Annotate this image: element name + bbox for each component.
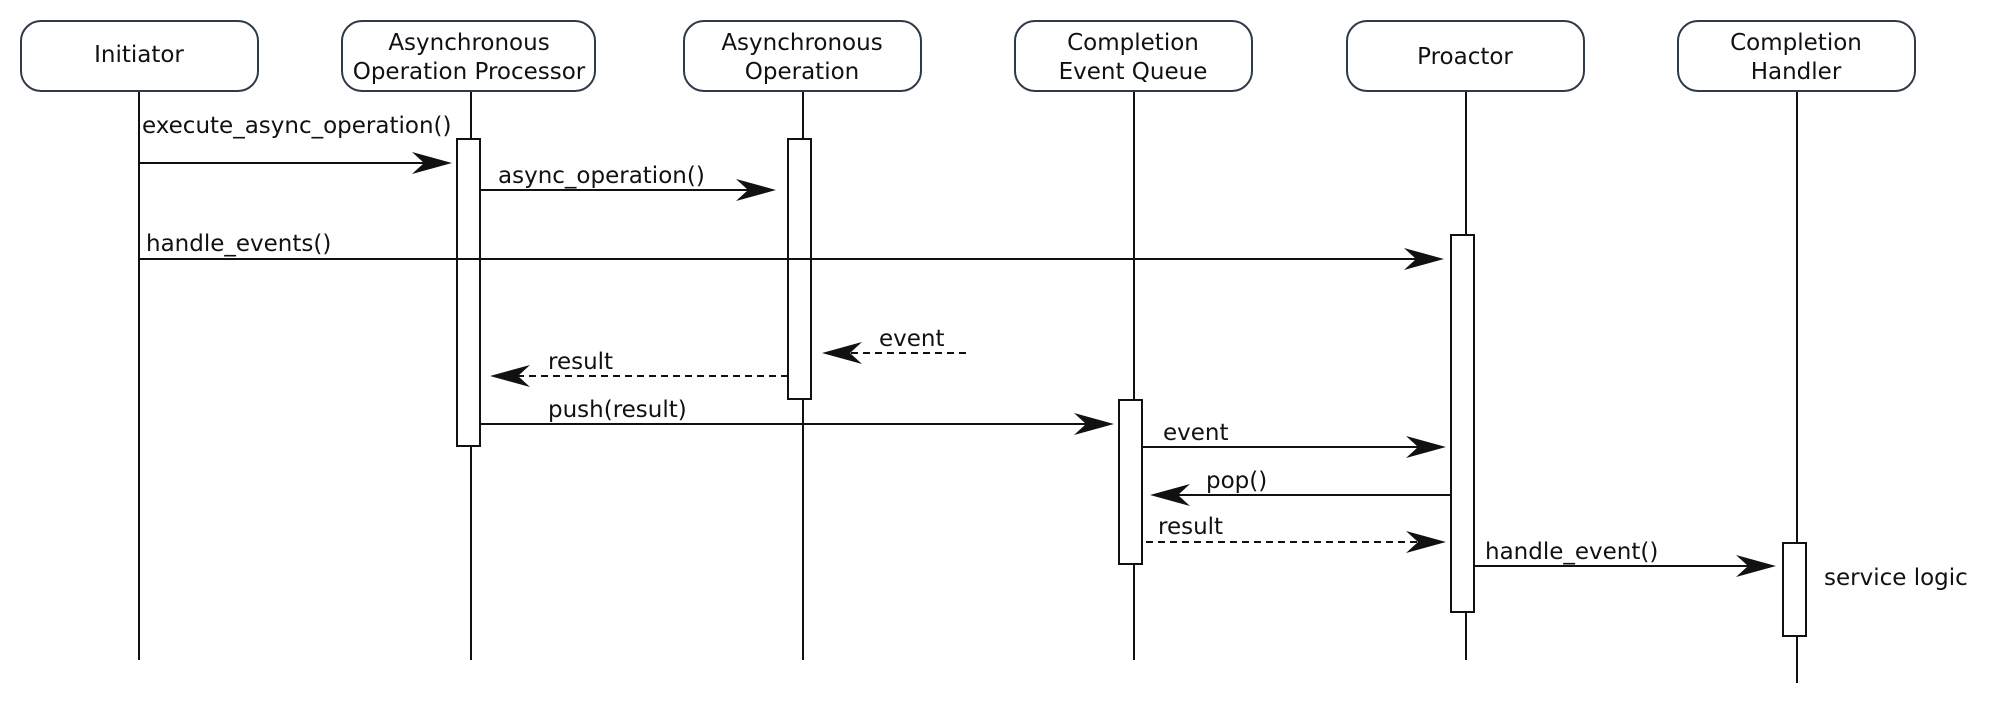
participant-label-line2: Handler [1751, 59, 1842, 85]
participant-label-line1: Asynchronous [721, 30, 882, 56]
participant-ceq: Completion Event Queue [1014, 20, 1253, 92]
message-label: event [1163, 420, 1229, 446]
message-label: handle_events() [146, 231, 331, 257]
lifelines [138, 92, 1798, 683]
message-push-result: push(result) [480, 397, 1114, 435]
arrowhead [822, 342, 862, 364]
message-result-dashed: result [1146, 514, 1446, 553]
participant-label-line1: Completion [1067, 30, 1199, 56]
message-execute-async-operation: execute_async_operation() [139, 113, 452, 174]
message-label: result [1158, 514, 1223, 540]
participant-ch: Completion Handler [1677, 20, 1916, 92]
participant-label-line1: Completion [1730, 30, 1862, 56]
arrowhead [1150, 484, 1190, 506]
arrowhead [412, 152, 452, 174]
arrowhead [1404, 248, 1444, 270]
message-label: async_operation() [498, 163, 705, 189]
message-handle-events: handle_events() [139, 231, 1444, 270]
participant-box [683, 20, 922, 92]
arrowhead [1074, 413, 1114, 435]
message-label: push(result) [548, 397, 687, 423]
message-handle-event: handle_event() [1474, 539, 1776, 577]
activation-ao [787, 138, 812, 400]
participant-aop: Asynchronous Operation Processor [341, 20, 596, 92]
participant-label-line1: Asynchronous [388, 30, 549, 56]
message-pop: pop() [1150, 468, 1451, 506]
message-label: execute_async_operation() [142, 113, 451, 139]
arrowhead [1406, 531, 1446, 553]
arrowhead [1736, 555, 1776, 577]
activations [456, 138, 1807, 637]
participant-proactor: Proactor [1346, 20, 1585, 92]
arrowhead [490, 365, 530, 387]
message-event-found: event [822, 326, 966, 364]
participant-box [20, 20, 259, 92]
participant-label: Initiator [94, 42, 184, 68]
activation-ch [1782, 542, 1807, 637]
message-label: handle_event() [1485, 539, 1658, 565]
participant-box [1014, 20, 1253, 92]
participant-ao: Asynchronous Operation [683, 20, 922, 92]
participant-label-line2: Event Queue [1059, 59, 1208, 85]
activation-aop [456, 138, 481, 447]
participant-label: Proactor [1417, 44, 1513, 70]
arrowhead [736, 179, 776, 201]
participant-initiator: Initiator [20, 20, 259, 92]
participant-box [1346, 20, 1585, 92]
note-service-logic: service logic [1824, 565, 1968, 591]
participant-box [341, 20, 596, 92]
message-async-operation: async_operation() [480, 163, 776, 201]
message-event: event [1142, 420, 1446, 458]
message-label: event [879, 326, 945, 352]
message-result-return: result [490, 349, 788, 387]
participant-box [1677, 20, 1916, 92]
activation-proactor [1450, 234, 1475, 613]
activation-ceq [1118, 399, 1143, 565]
arrowhead [1406, 436, 1446, 458]
participant-label-line2: Operation Processor [353, 59, 586, 85]
message-label: pop() [1206, 468, 1267, 494]
participant-label-line2: Operation [745, 59, 859, 85]
message-label: result [548, 349, 613, 375]
